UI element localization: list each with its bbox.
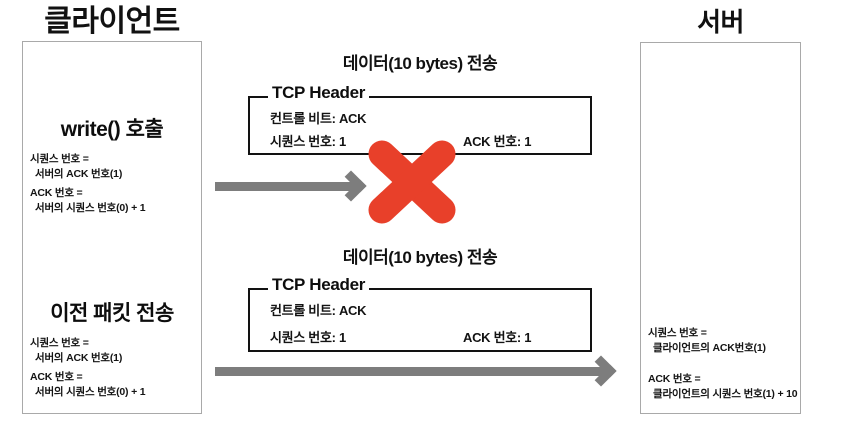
tcp-sequence-number-1: 시퀀스 번호: 1	[270, 134, 346, 149]
tcp-sequence-number-2: 시퀀스 번호: 1	[270, 330, 346, 345]
arrow-shaft	[215, 182, 355, 191]
arrow-right-icon-dropped	[215, 170, 375, 202]
server-column-title: 서버	[697, 7, 744, 37]
tcp-header-legend-2: TCP Header	[268, 275, 370, 295]
server-sequence-note-line2: 클라이언트의 ACK번호(1)	[653, 342, 766, 354]
arrow-right-icon-delivered	[215, 355, 627, 387]
client-write-sequence-note: 시퀀스 번호 = 서버의 ACK 번호(1)	[30, 152, 122, 182]
client-resend-ack-note: ACK 번호 = 서버의 시퀀스 번호(0) + 1	[30, 370, 146, 400]
tcp-header-box-2	[248, 288, 592, 352]
arrow-head	[335, 170, 367, 202]
client-column-title: 클라이언트	[44, 5, 180, 38]
server-ack-note: ACK 번호 = 클라이언트의 시퀀스 번호(1) + 10	[648, 372, 798, 402]
arrow-shaft	[215, 367, 605, 376]
transfer-caption-1: 데이터(10 bytes) 전송	[342, 54, 498, 73]
client-resend-sequence-note: 시퀀스 번호 = 서버의 ACK 번호(1)	[30, 336, 122, 366]
client-resend-sequence-note-line1: 시퀀스 번호 =	[30, 337, 89, 349]
server-sequence-note: 시퀀스 번호 = 클라이언트의 ACK번호(1)	[648, 326, 766, 356]
tcp-ack-number-2: ACK 번호: 1	[463, 330, 532, 345]
client-write-sequence-note-line1: 시퀀스 번호 =	[30, 153, 89, 165]
client-write-ack-note-line2: 서버의 시퀀스 번호(0) + 1	[35, 202, 146, 214]
client-write-ack-note-line1: ACK 번호 =	[30, 187, 83, 199]
server-sequence-note-line1: 시퀀스 번호 =	[648, 327, 707, 339]
arrow-head	[585, 355, 617, 387]
server-panel	[640, 42, 801, 414]
tcp-control-bit-2: 컨트롤 비트: ACK	[270, 303, 367, 318]
tcp-header-legend-1: TCP Header	[268, 83, 370, 103]
client-event-title-write: write() 호출	[60, 118, 164, 141]
client-event-title-resend: 이전 패킷 전송	[50, 302, 174, 325]
client-resend-ack-note-line1: ACK 번호 =	[30, 371, 83, 383]
tcp-header-box-1	[248, 96, 592, 155]
client-resend-sequence-note-line2: 서버의 ACK 번호(1)	[35, 352, 123, 364]
client-resend-ack-note-line2: 서버의 시퀀스 번호(0) + 1	[35, 386, 146, 398]
transfer-caption-2: 데이터(10 bytes) 전송	[342, 248, 498, 267]
server-ack-note-line1: ACK 번호 =	[648, 373, 701, 385]
server-ack-note-line2: 클라이언트의 시퀀스 번호(1) + 10	[653, 388, 798, 400]
client-write-ack-note: ACK 번호 = 서버의 시퀀스 번호(0) + 1	[30, 186, 146, 216]
tcp-ack-number-1: ACK 번호: 1	[463, 134, 532, 149]
tcp-control-bit-1: 컨트롤 비트: ACK	[270, 111, 367, 126]
client-panel	[22, 41, 202, 414]
red-x-icon	[366, 139, 458, 225]
client-write-sequence-note-line2: 서버의 ACK 번호(1)	[35, 168, 123, 180]
